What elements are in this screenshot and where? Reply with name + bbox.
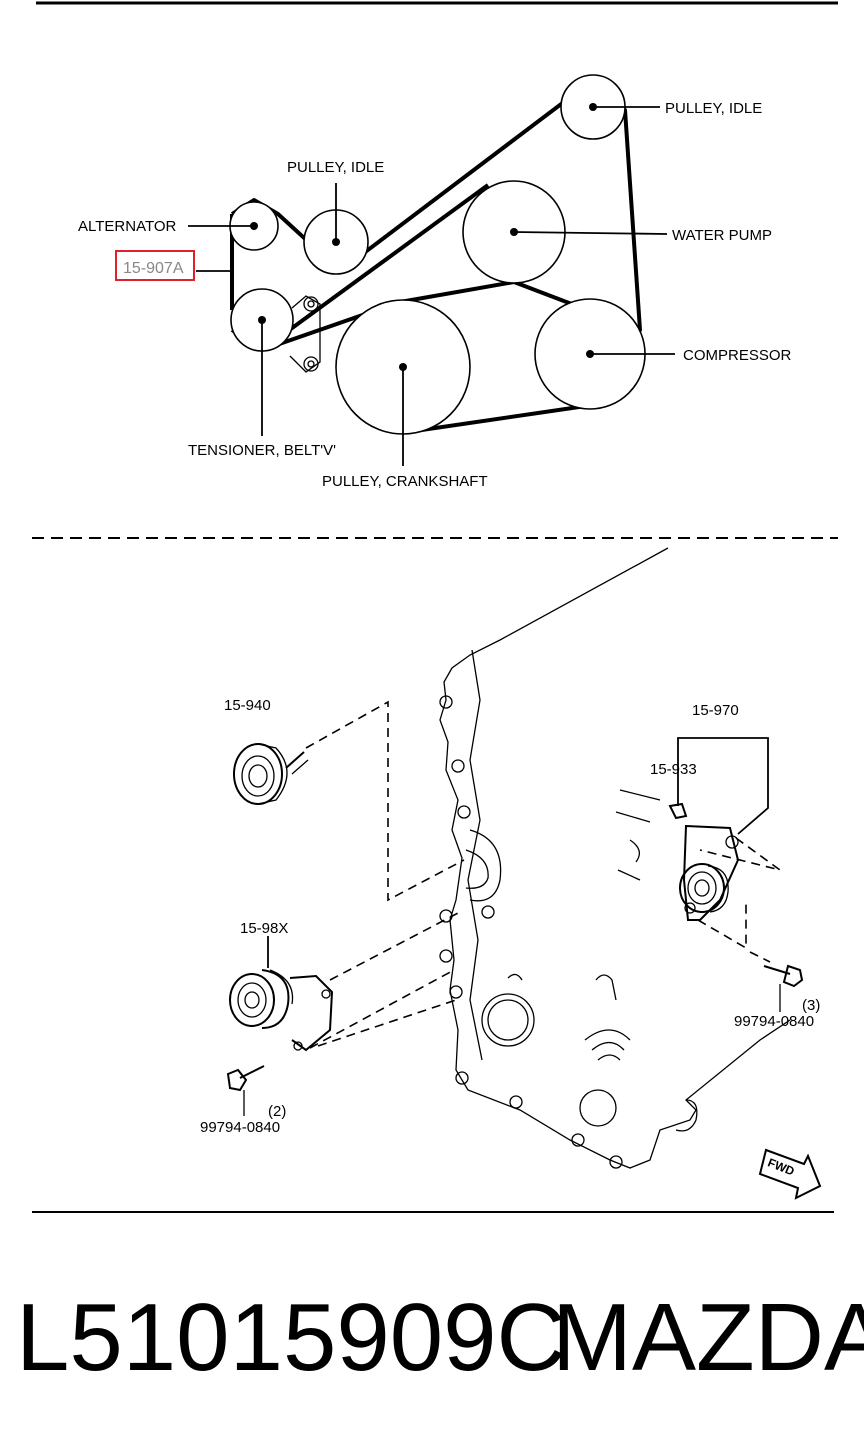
- label-tensioner: TENSIONER, BELT'V': [188, 442, 336, 459]
- label-alternator: ALTERNATOR: [78, 218, 177, 235]
- block-side-detail: [615, 789, 661, 881]
- label-compressor: COMPRESSOR: [683, 347, 792, 364]
- idler-mount-boss: [469, 829, 502, 902]
- cover-bosses: [439, 695, 623, 1169]
- label-highlighted-part: 15-907A: [123, 260, 184, 277]
- brand-name: MAZDA: [552, 1284, 864, 1391]
- guide-15-970: [697, 837, 781, 963]
- cover-inner-edge: [467, 649, 483, 1061]
- label-water-pump: WATER PUMP: [672, 227, 772, 244]
- label-idle-pulley-mid: PULLEY, IDLE: [287, 159, 384, 176]
- exploded-view: 15-940 15-970 15-933 (3) 99794-0840: [200, 547, 822, 1200]
- engine-front-cover: [439, 547, 791, 1169]
- drive-belt-lower: [260, 183, 587, 434]
- oil-seal-area: [584, 1029, 631, 1061]
- pulley-assembly-15-98x: [229, 969, 334, 1052]
- leader-water-pump: [513, 231, 668, 235]
- guide-15-98x: [309, 911, 461, 1049]
- label-15-933: 15-933: [650, 761, 697, 778]
- bolt-99794-0840-2: [226, 1065, 265, 1116]
- label-idle-pulley-top: PULLEY, IDLE: [665, 100, 762, 117]
- label-bolt-2-num: 99794-0840: [200, 1119, 280, 1136]
- guide-15-940: [305, 700, 465, 902]
- cover-opening: [481, 993, 535, 1047]
- label-15-970: 15-970: [692, 702, 739, 719]
- bolt-99794-0840-3: [763, 964, 804, 1012]
- label-bolt-3-qty: (3): [802, 997, 820, 1014]
- label-crankshaft: PULLEY, CRANKSHAFT: [322, 473, 488, 490]
- bracket-15-970: [677, 737, 769, 835]
- highlight-box[interactable]: [115, 250, 195, 281]
- fwd-arrow-icon: FWD: [758, 1148, 822, 1200]
- part-number: L51015909C: [16, 1284, 566, 1391]
- idler-pulley-15-940: [233, 743, 309, 805]
- tensioner-arm: [289, 295, 321, 373]
- label-15-940: 15-940: [224, 697, 271, 714]
- tensioner-assembly-15-970: [668, 802, 740, 921]
- label-15-98x: 15-98X: [240, 920, 288, 937]
- label-bolt-2-qty: (2): [268, 1103, 286, 1120]
- cover-opening: [579, 1089, 617, 1127]
- label-bolt-3-num: 99794-0840: [734, 1013, 814, 1030]
- belt-routing-diagram: PULLEY, IDLE PULLEY, IDLE ALTERNATOR WAT…: [78, 74, 792, 490]
